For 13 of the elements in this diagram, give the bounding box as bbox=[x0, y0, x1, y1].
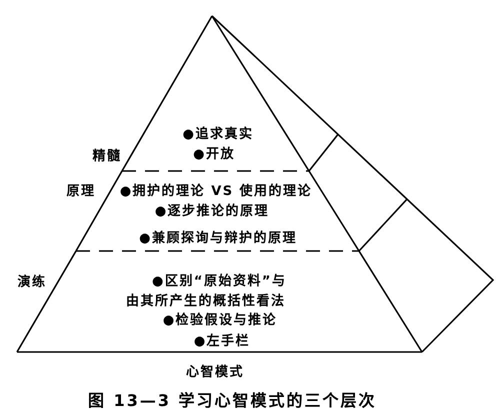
list-item: ●追求真实 bbox=[182, 127, 254, 142]
list-item: ●开放 bbox=[193, 147, 235, 162]
list-item: ●拥护的理论 VS 使用的理论 bbox=[120, 184, 312, 199]
list-item: ●检验假设与推论 bbox=[162, 313, 278, 328]
level-title: 原理 bbox=[66, 184, 96, 199]
level-title: 演练 bbox=[18, 275, 46, 290]
list-item: ●兼顾探询与辩护的原理 bbox=[139, 231, 297, 246]
list-item: ●区别“原始资料”与由其所产生的概括性看法 bbox=[126, 274, 286, 309]
figure-caption: 图 13—3 学习心智模式的三个层次 bbox=[88, 391, 377, 411]
list-item: ●逐步推论的原理 bbox=[154, 204, 270, 219]
list-item: ●左手栏 bbox=[194, 334, 250, 349]
base-label: 心智模式 bbox=[186, 365, 244, 380]
level-title: 精髓 bbox=[92, 149, 122, 164]
